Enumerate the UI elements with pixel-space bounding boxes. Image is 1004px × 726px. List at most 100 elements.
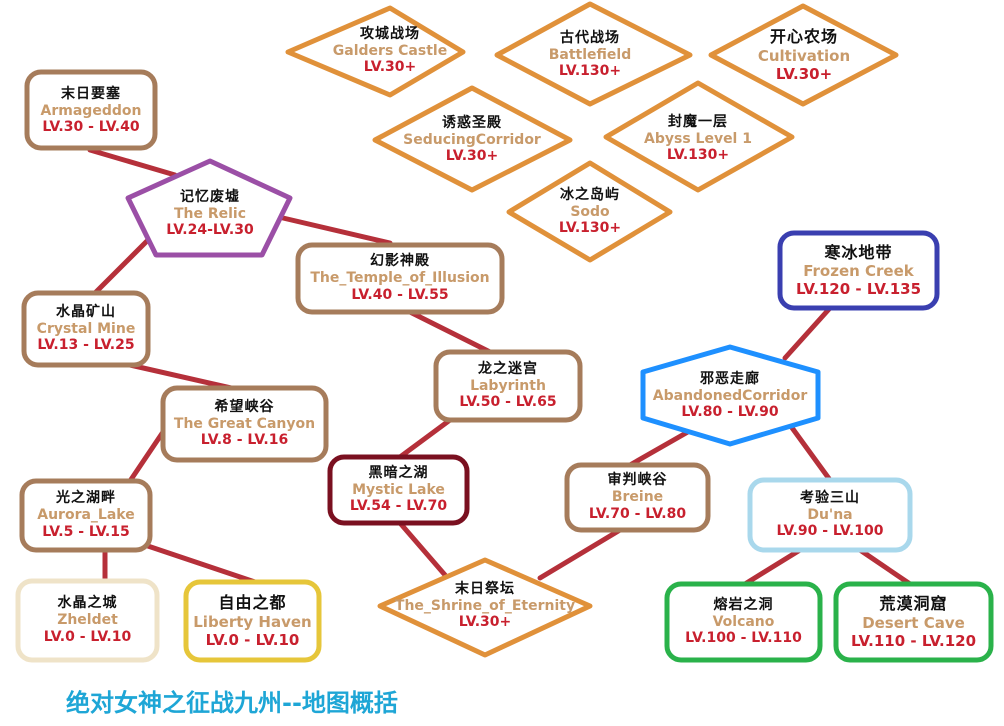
edge-relic-crystal	[92, 237, 151, 296]
node-lv: LV.30+	[445, 148, 499, 165]
box-aurora	[19, 478, 153, 553]
node-cn: 黑暗之湖	[368, 464, 429, 481]
diamond-cultivation	[708, 3, 899, 107]
node-lv: LV.100 - LV.110	[685, 630, 802, 647]
node-cn: 水晶之城	[57, 595, 118, 612]
node-lv: LV.0 - LV.10	[205, 630, 300, 649]
node-en: Labyrinth	[470, 377, 546, 394]
node-cn: 邪恶走廊	[700, 370, 760, 387]
node-cn: 幻影神殿	[370, 253, 430, 270]
node-en: Crystal Mine	[36, 320, 136, 337]
node-en: Sodo	[570, 203, 610, 220]
node-lv: LV.30+	[775, 64, 833, 83]
node-en: The Great Canyon	[173, 415, 316, 432]
node-cn: 希望峡谷	[214, 398, 275, 415]
box-desert	[833, 581, 994, 663]
box-armageddon	[24, 69, 158, 151]
node-cn: 末日要塞	[61, 85, 121, 102]
node-en: Galders Castle	[332, 42, 448, 59]
edge-shrine-breine	[537, 527, 623, 581]
node-cn: 寒冰地带	[824, 242, 893, 262]
node-lv: LV.70 - LV.80	[588, 505, 687, 522]
node-en: SeducingCorridor	[403, 131, 541, 148]
node-lv: LV.0 - LV.10	[43, 628, 132, 645]
node-en: Abyss Level 1	[644, 130, 752, 147]
node-en: Liberty Haven	[193, 612, 312, 631]
node-cn: 攻城战场	[360, 25, 420, 42]
box-liberty	[183, 579, 322, 663]
node-lv: LV.40 - LV.55	[351, 286, 449, 303]
node-cn: 水晶矿山	[56, 303, 116, 320]
node-en: The_Temple_of_Illusion	[310, 270, 490, 287]
box-frozen	[777, 230, 940, 311]
diamond-sodo	[506, 160, 673, 263]
node-en: Frozen Creek	[803, 262, 914, 281]
box-mystic	[327, 454, 470, 526]
box-labyrinth	[433, 349, 583, 423]
node-cn: 光之湖畔	[56, 490, 116, 507]
node-cn: 诱惑圣殿	[442, 114, 502, 131]
pentagon-relic	[125, 158, 293, 258]
node-lv: LV.24-LV.30	[166, 222, 254, 239]
node-lv: LV.5 - LV.15	[42, 523, 130, 540]
box-volcano	[664, 581, 823, 663]
node-cn: 开心农场	[769, 27, 838, 47]
node-lv: LV.80 - LV.90	[681, 404, 779, 421]
node-en: Du'na	[807, 506, 853, 523]
node-lv: LV.13 - LV.25	[37, 337, 135, 354]
node-lv: LV.50 - LV.65	[459, 394, 557, 411]
edge-relic-temple	[280, 215, 393, 246]
node-lv: LV.130+	[666, 147, 730, 164]
node-cn: 龙之迷宫	[478, 360, 538, 377]
node-en: The_Shrine_of_Eternity	[394, 597, 576, 614]
node-lv: LV.110 - LV.120	[850, 631, 977, 650]
map-title: 绝对女神之征战九州--地图概括	[66, 689, 398, 717]
node-en: Aurora_Lake	[37, 507, 135, 524]
node-lv: LV.130+	[558, 63, 622, 80]
node-cn: 自由之都	[218, 593, 287, 613]
node-lv: LV.30 - LV.40	[42, 119, 140, 136]
node-cn: 封魔一层	[668, 113, 728, 130]
diamond-shrine	[377, 557, 593, 658]
edge-armageddon-relic	[87, 147, 178, 178]
edge-mystic-shrine	[397, 520, 448, 578]
node-en: Breine	[611, 489, 664, 506]
edge-temple-labyrinth	[407, 309, 493, 355]
box-canyon	[160, 385, 329, 463]
node-cn: 考验三山	[800, 489, 860, 506]
edge-labyrinth-mystic	[397, 417, 453, 460]
diamond-seducing	[372, 85, 573, 193]
node-cn: 熔岩之洞	[713, 596, 774, 613]
node-cn: 古代战场	[560, 29, 620, 46]
box-zheldet	[15, 578, 160, 663]
edge-abandoned-duna	[787, 422, 833, 483]
connections	[87, 147, 913, 587]
box-crystal	[21, 290, 151, 368]
box-breine	[564, 462, 711, 533]
